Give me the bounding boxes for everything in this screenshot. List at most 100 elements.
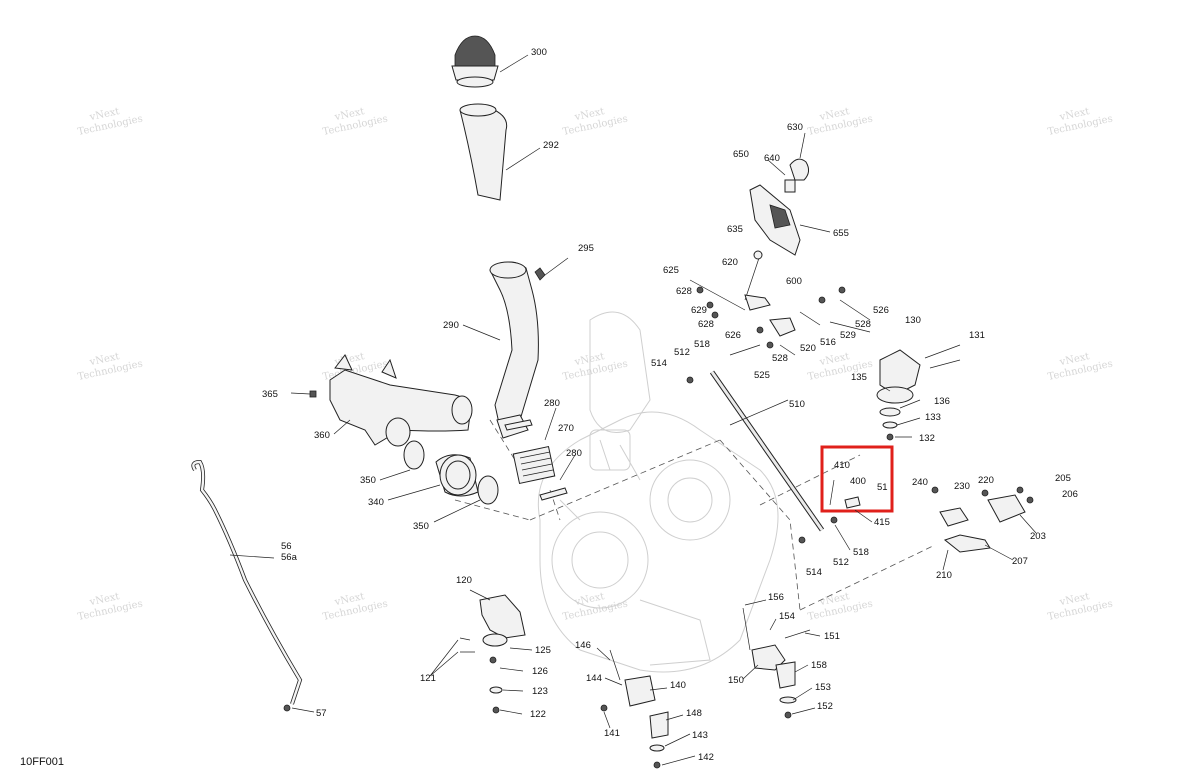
- part-label: 132: [919, 433, 935, 444]
- part-label: 220: [978, 475, 994, 486]
- watermark: vNext Technologies: [1047, 106, 1114, 138]
- part-label: 514: [806, 567, 822, 578]
- part-label: 600: [786, 276, 802, 287]
- watermark: vNext Technologies: [322, 591, 389, 623]
- part-label: 146: [575, 640, 591, 651]
- part-label: 153: [815, 682, 831, 693]
- intake-hose: [459, 103, 541, 201]
- part-label: 525: [754, 370, 770, 381]
- part-label: 512: [833, 557, 849, 568]
- air-intake-cap: [451, 35, 529, 88]
- part-label: 518: [694, 339, 710, 350]
- part-label: 629: [691, 305, 707, 316]
- part-label: 514: [651, 358, 667, 369]
- coupling-assembly: [403, 440, 499, 505]
- watermark: vNext Technologies: [1047, 591, 1114, 623]
- part-label: 136: [934, 396, 950, 407]
- watermark: vNext Technologies: [807, 106, 874, 138]
- part-label: 528: [855, 319, 871, 330]
- part-label: 121: [420, 673, 436, 684]
- part-label: 158: [811, 660, 827, 671]
- part-label: 207: [1012, 556, 1028, 567]
- part-label: 156: [768, 592, 784, 603]
- watermark: vNext Technologies: [322, 106, 389, 138]
- part-label: 57: [316, 708, 327, 719]
- part-label: 270: [558, 423, 574, 434]
- part-label: 230: [954, 481, 970, 492]
- watermark: vNext Technologies: [562, 351, 629, 383]
- watermark: vNext Technologies: [77, 106, 144, 138]
- part-label: 415: [874, 517, 890, 528]
- engine-ghost: [537, 311, 779, 673]
- part-label: 210: [936, 570, 952, 581]
- part-label: 635: [727, 224, 743, 235]
- part-label: 625: [663, 265, 679, 276]
- part-label: 512: [674, 347, 690, 358]
- part-label: 410: [834, 460, 850, 471]
- part-label: 340: [368, 497, 384, 508]
- watermark: vNext Technologies: [77, 351, 144, 383]
- part-label: 630: [787, 122, 803, 133]
- part-label: 360: [314, 430, 330, 441]
- diagram-reference-code: 10FF001: [20, 756, 64, 768]
- alignment-lines: [454, 419, 936, 611]
- part-label: 126: [532, 666, 548, 677]
- reed-assembly: [504, 419, 568, 501]
- airbox: [309, 354, 473, 447]
- part-label: 142: [698, 752, 714, 763]
- part-label: 152: [817, 701, 833, 712]
- part-label: 144: [586, 673, 602, 684]
- part-label: 151: [824, 631, 840, 642]
- part-label: 290: [443, 320, 459, 331]
- part-label: 203: [1030, 531, 1046, 542]
- part-label: 56a: [281, 552, 298, 563]
- part-label: 520: [800, 343, 816, 354]
- part-label: 154: [779, 611, 795, 622]
- part-label: 350: [413, 521, 429, 532]
- part-label: 529: [840, 330, 856, 341]
- part-label: 626: [725, 330, 741, 341]
- part-label: 528: [772, 353, 788, 364]
- callouts: 300 292 295 290 365 360 350 340 350 280 …: [20, 47, 1078, 768]
- lower-right-mount: [742, 607, 811, 719]
- breather-hose: [191, 459, 303, 712]
- part-label: 628: [698, 319, 714, 330]
- part-label: 56: [281, 541, 292, 552]
- watermark: vNext Technologies: [562, 106, 629, 138]
- shift-rod: [709, 370, 825, 532]
- part-label: 518: [853, 547, 869, 558]
- shifter-assembly: [744, 158, 810, 337]
- right-engine-mount: [876, 344, 961, 441]
- part-label: 292: [543, 140, 559, 151]
- part-label: 148: [686, 708, 702, 719]
- part-label: 516: [820, 337, 836, 348]
- part-label: 400: [850, 476, 866, 487]
- part-label: 628: [676, 286, 692, 297]
- right-sensor-assembly: [931, 486, 1034, 553]
- left-engine-mount: [459, 594, 526, 714]
- part-label: 650: [733, 149, 749, 160]
- part-label: 140: [670, 680, 686, 691]
- part-label: 640: [764, 153, 780, 164]
- part-label: 135: [851, 372, 867, 383]
- watermark: vNext Technologies: [807, 591, 874, 623]
- part-label: 122: [530, 709, 546, 720]
- part-label: 150: [728, 675, 744, 686]
- part-label: 240: [912, 477, 928, 488]
- part-label: 141: [604, 728, 620, 739]
- lower-middle-mount: [600, 649, 669, 769]
- watermark: vNext Technologies: [77, 591, 144, 623]
- part-label: 620: [722, 257, 738, 268]
- part-label: 350: [360, 475, 376, 486]
- part-label: 295: [578, 243, 594, 254]
- part-label: 206: [1062, 489, 1078, 500]
- part-label: 51: [877, 482, 888, 493]
- part-label: 510: [789, 399, 805, 410]
- part-label: 365: [262, 389, 278, 400]
- watermark: vNext Technologies: [1047, 351, 1114, 383]
- shift-linkage: [686, 279, 846, 384]
- part-label: 123: [532, 686, 548, 697]
- part-label: 133: [925, 412, 941, 423]
- part-label: 143: [692, 730, 708, 741]
